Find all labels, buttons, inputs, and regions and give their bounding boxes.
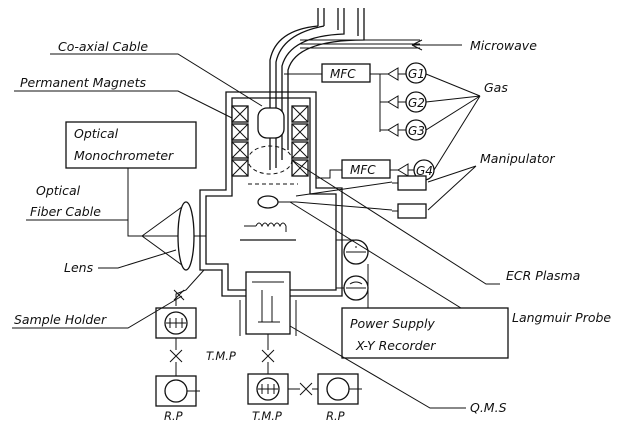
tmp-left-label: T.M.P [206, 349, 236, 363]
lens-leader [98, 249, 177, 269]
qms-body [245, 271, 291, 335]
qms-internals [252, 281, 284, 323]
manipulator-rod [295, 181, 393, 197]
sample-holder-label: Sample Holder [14, 312, 107, 327]
xy-recorder-label: X-Y Recorder [355, 338, 436, 353]
g4-label: G4 [416, 164, 433, 178]
optical-monochrometer-label-1: Optical [74, 126, 119, 141]
power-supply-label: Power Supply [350, 316, 435, 331]
microwave-waveguide [269, 8, 420, 170]
heater-coil [240, 222, 296, 241]
manipulator-leaders [427, 165, 477, 211]
valve-g3 [380, 123, 406, 137]
gas-leaders [425, 73, 481, 171]
power-supply-box [341, 307, 509, 359]
g2-label: G2 [408, 96, 425, 110]
meter-upper-mark [346, 246, 366, 253]
optical-fiber-cable-label-2: Fiber Cable [30, 204, 101, 219]
optical-fiber-cable-label-1: Optical [36, 183, 81, 198]
optical-monochrometer-label-2: Monochrometer [74, 148, 174, 163]
permanent-magnets-left [231, 105, 249, 177]
ecr-plasma-leader [291, 159, 500, 285]
mfc-upper-label: MFC [330, 67, 356, 81]
tmp-bottom-label: T.M.P [252, 409, 282, 423]
permanent-magnets-leader [14, 90, 233, 119]
coaxial-cable-label: Co-axial Cable [58, 39, 148, 54]
rp-bottom-label: R.P [326, 409, 345, 423]
langmuir-probe-label: Langmuir Probe [512, 310, 611, 325]
valve-g4 [390, 163, 414, 177]
mfc-upper [321, 63, 371, 83]
bottom-pump-train [247, 334, 362, 405]
coaxial-cable-leader [50, 53, 263, 107]
valve-g1 [380, 67, 406, 81]
manipulator-label: Manipulator [480, 151, 555, 166]
meter-wires [336, 239, 356, 289]
optical-fiber-cable [127, 168, 142, 237]
sample-holder-leader [12, 295, 183, 329]
lens [177, 201, 195, 271]
meter-lower-mark [346, 281, 366, 289]
ecr-plasma-label: ECR Plasma [506, 268, 580, 283]
rp-left-label: R.P [164, 409, 183, 423]
langmuir-probe-rod [278, 201, 393, 211]
lens-label: Lens [64, 260, 94, 275]
permanent-magnets-label: Permanent Magnets [20, 75, 147, 90]
gas-manifold-upper [370, 73, 381, 132]
microwave-arrow-head [411, 39, 423, 51]
manipulator-box-upper [397, 175, 427, 191]
valve-g2 [380, 95, 406, 109]
mfc-lower [341, 159, 391, 179]
permanent-magnets-right [291, 105, 309, 177]
g3-label: G3 [408, 124, 425, 138]
manipulator-box-lower [397, 203, 427, 219]
mfc-lower-label: MFC [350, 163, 376, 177]
qms-leader [289, 325, 466, 409]
manipulator-connectors [392, 182, 398, 212]
langmuir-probe-tip [257, 195, 279, 209]
vacuum-chamber [199, 91, 343, 297]
optical-monochrometer-box [65, 121, 197, 169]
microwave-label: Microwave [470, 38, 537, 53]
g1-cylinder [405, 62, 427, 84]
left-pump-train [155, 269, 205, 407]
coaxial-antenna [257, 107, 285, 139]
g1-label: G1 [408, 67, 425, 81]
gas-label: Gas [484, 80, 508, 95]
qms-label: Q.M.S [470, 400, 507, 415]
gas-line-lower [316, 169, 342, 179]
